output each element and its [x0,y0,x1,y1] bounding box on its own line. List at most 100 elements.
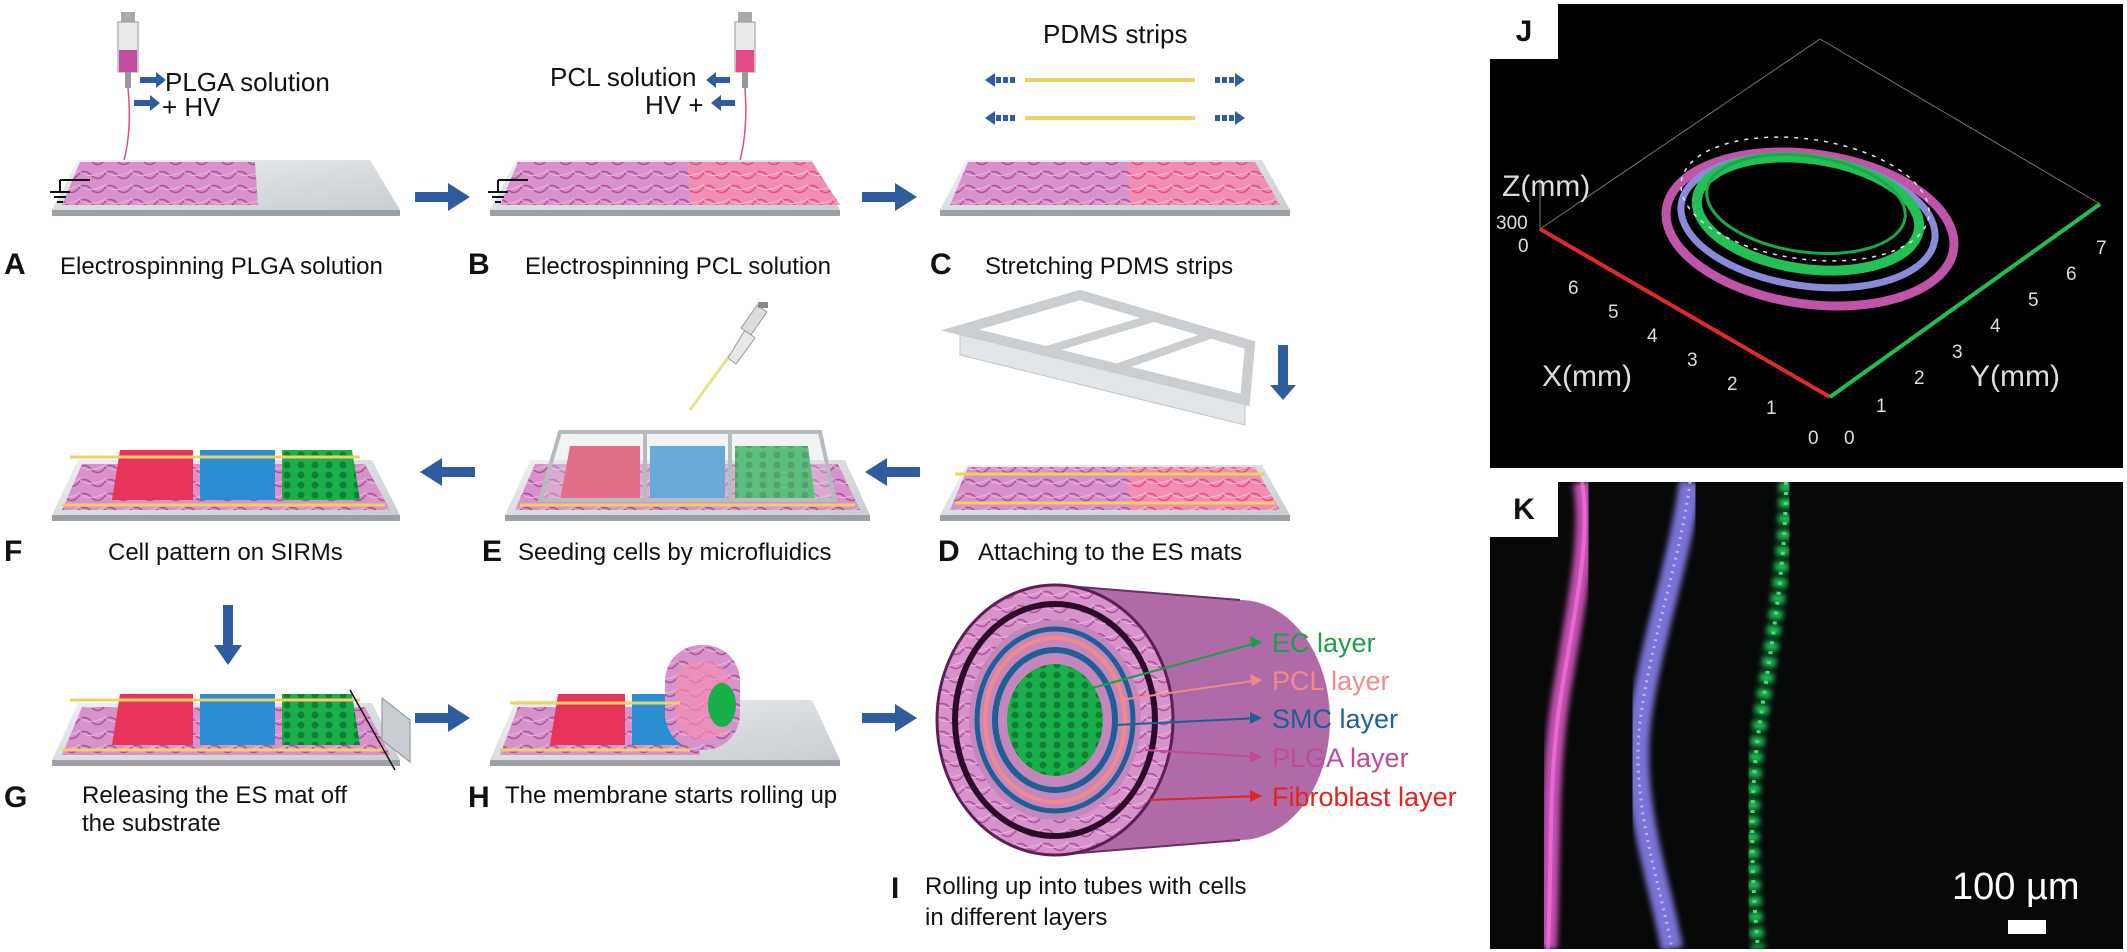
y-tick-label: 7 [2096,238,2107,259]
syringe-icon [117,12,139,161]
dashed-arrow-icon [985,73,1245,125]
caption-d: Attaching to the ES mats [978,539,1243,566]
3d-scaffold-render: 300 0 6 5 4 3 2 1 0 0 1 2 3 4 5 6 7 Z(mm… [1496,38,2107,449]
panel-b [488,12,840,216]
syringe-icon [734,12,756,161]
caption-e: Seeding cells by microfluidics [518,539,832,566]
fibroblast-cells [550,694,625,745]
panel-letter-g: G [4,781,28,814]
process-arrow [865,458,920,486]
fluorescence-image [1539,482,1793,949]
plga-layer-band [1539,482,1594,949]
scaffold-rings [1661,136,1959,311]
z-tick-label: 300 [1496,213,1528,234]
microfluidic-frame [940,289,1256,426]
layer-label-plga: PLGA layer [1272,743,1409,773]
layer-pointers [1084,636,1262,802]
panel-e [505,302,870,521]
caption-g-line1: Releasing the ES mat off [82,782,348,809]
x-tick-label: 4 [1647,326,1658,347]
smc-cells [200,694,275,745]
panel-j: J 300 0 6 5 4 3 2 1 0 0 [1490,4,2123,468]
arrow-icon [706,72,735,111]
caption-c: Stretching PDMS strips [985,253,1234,280]
layer-label-smc: SMC layer [1272,704,1398,734]
panel-letter-f: F [4,535,23,568]
panel-i-tube [935,583,1330,857]
rolling-membrane [665,645,740,750]
layer-label-pcl: PCL layer [1272,666,1390,696]
process-arrow [862,183,917,211]
hv-label-a: + HV [162,92,221,122]
caption-f: Cell pattern on SIRMs [108,539,343,566]
y-tick-label: 1 [1876,396,1887,417]
y-tick-label: 5 [2028,290,2039,311]
ec-cells [735,446,815,500]
tube-lumen [1007,664,1103,776]
panel-g [52,689,411,771]
plga-mat [950,162,1130,205]
pcl-mat [1128,162,1280,205]
x-tick-label: 5 [1608,302,1619,323]
release-blade [381,696,411,764]
panel-letter-c: C [930,248,952,281]
panel-h [490,645,840,766]
y-tick-label: 2 [1914,368,1925,389]
caption-i-line1: Rolling up into tubes with cells [925,873,1247,900]
plga-mat [62,162,258,205]
process-arrow [420,458,475,486]
microfluidic-chip [537,430,838,502]
ground-icon [488,179,528,203]
x-tick-label: 2 [1727,374,1738,395]
smc-layer-band [1627,482,1701,949]
x-tick-label: 1 [1766,398,1777,419]
panel-letter-a: A [4,248,26,281]
x-axis-line [1538,227,1832,399]
panel-c [940,73,1290,216]
panel-letter-b: B [468,248,490,281]
pcl-solution-label: PCL solution [550,62,697,92]
pcl-mat [688,162,840,205]
panel-letter-d: D [938,535,960,568]
y-tick-label: 6 [2066,264,2077,285]
axis-ticks: 300 0 6 5 4 3 2 1 0 0 1 2 3 4 5 6 7 [1496,213,2107,449]
ec-cells [282,694,360,745]
caption-a: Electrospinning PLGA solution [60,253,383,280]
y-axis-label: Y(mm) [1970,360,2060,393]
process-arrow [214,605,242,665]
x-tick-label: 6 [1568,278,1579,299]
pipette-icon [688,302,768,411]
panel-k: K 100 µm [1490,482,2123,949]
caption-h: The membrane starts rolling up [505,782,838,809]
caption-i-line2: in different layers [925,904,1108,931]
panel-d [940,289,1296,521]
process-arrow [415,704,470,732]
layer-label-ec: EC layer [1272,628,1376,658]
panel-letter-k: K [1490,482,1558,537]
y-tick-label: 3 [1952,342,1963,363]
panel-letter-j: J [1490,4,1558,59]
layer-label-fibroblast: Fibroblast layer [1272,782,1457,812]
arrow-icon [134,72,166,111]
z-tick-label: 0 [1518,236,1529,257]
panel-a [50,12,400,216]
z-axis-label: Z(mm) [1502,170,1590,203]
pdms-strips-label: PDMS strips [1043,19,1188,49]
scale-bar-label: 100 µm [1952,866,2080,908]
panel-letter-i: I [891,872,900,905]
plga-solution-label: PLGA solution [165,67,330,97]
caption-b: Electrospinning PCL solution [525,253,831,280]
pcl-mat [1128,467,1280,510]
ground-icon [50,179,90,203]
x-tick-label: 0 [1808,428,1819,449]
plga-mat [500,162,690,205]
y-tick-label: 4 [1990,316,2001,337]
fibroblast-cells [112,450,193,500]
panel-letter-h: H [468,781,490,814]
down-arrow [1270,345,1296,400]
y-axis-line [1828,202,2102,399]
ec-cells [282,450,360,500]
panel-letter-e: E [482,535,503,568]
layer-labels: EC layer PCL layer SMC layer PLGA layer … [1272,628,1457,812]
caption-g-line2: the substrate [82,810,221,837]
